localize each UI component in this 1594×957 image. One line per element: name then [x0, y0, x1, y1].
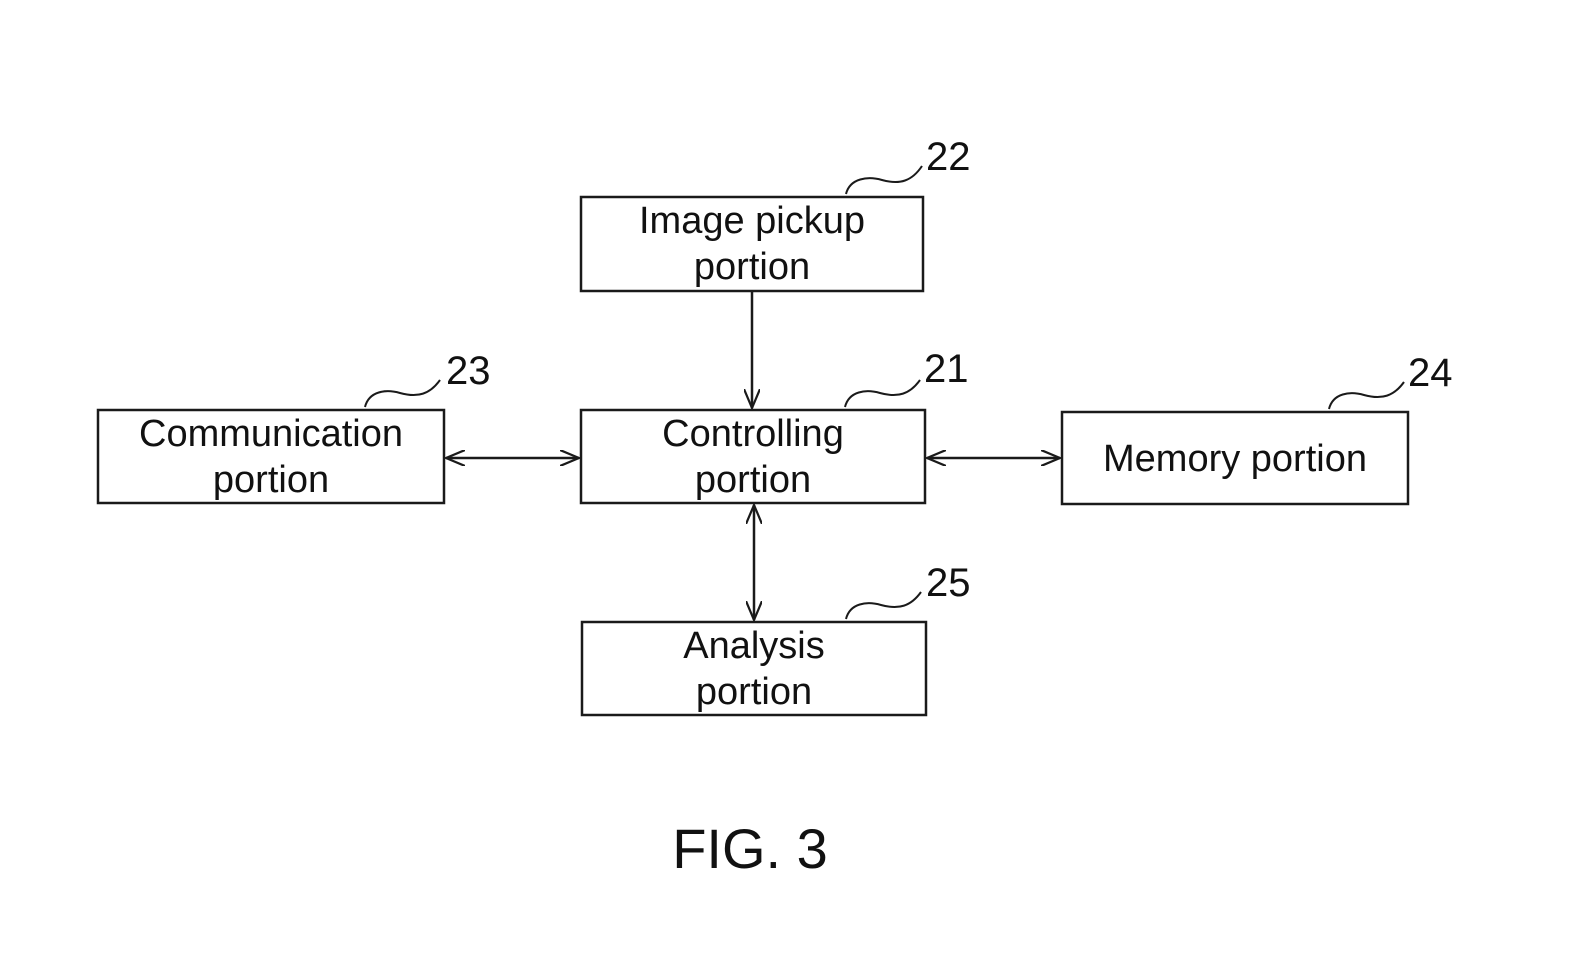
communication-ref-leader — [365, 380, 440, 407]
analysis-block: Analysis portion 25 — [582, 561, 971, 715]
communication-label-line1: Communication — [139, 413, 403, 455]
image-pickup-label-line2: portion — [694, 246, 810, 288]
figure-caption: FIG. 3 — [672, 817, 828, 880]
controlling-label-line2: portion — [695, 459, 811, 501]
controlling-label-line1: Controlling — [662, 413, 844, 455]
analysis-label-line2: portion — [696, 671, 812, 713]
communication-ref-number: 23 — [446, 349, 491, 393]
analysis-label-line1: Analysis — [683, 625, 825, 667]
analysis-ref-leader — [846, 592, 921, 619]
image-pickup-block: Image pickup portion 22 — [581, 135, 971, 291]
controlling-ref-leader — [845, 380, 920, 407]
image-pickup-label-line1: Image pickup — [639, 200, 865, 242]
memory-ref-leader — [1329, 382, 1404, 409]
controlling-block: Controlling portion 21 — [581, 347, 969, 503]
communication-block: Communication portion 23 — [98, 349, 491, 503]
analysis-ref-number: 25 — [926, 561, 971, 605]
memory-label: Memory portion — [1103, 438, 1367, 480]
image-pickup-ref-number: 22 — [926, 135, 971, 179]
memory-block: Memory portion 24 — [1062, 351, 1453, 504]
image-pickup-ref-leader — [846, 166, 922, 194]
communication-label-line2: portion — [213, 459, 329, 501]
controlling-ref-number: 21 — [924, 347, 969, 391]
memory-ref-number: 24 — [1408, 351, 1453, 395]
